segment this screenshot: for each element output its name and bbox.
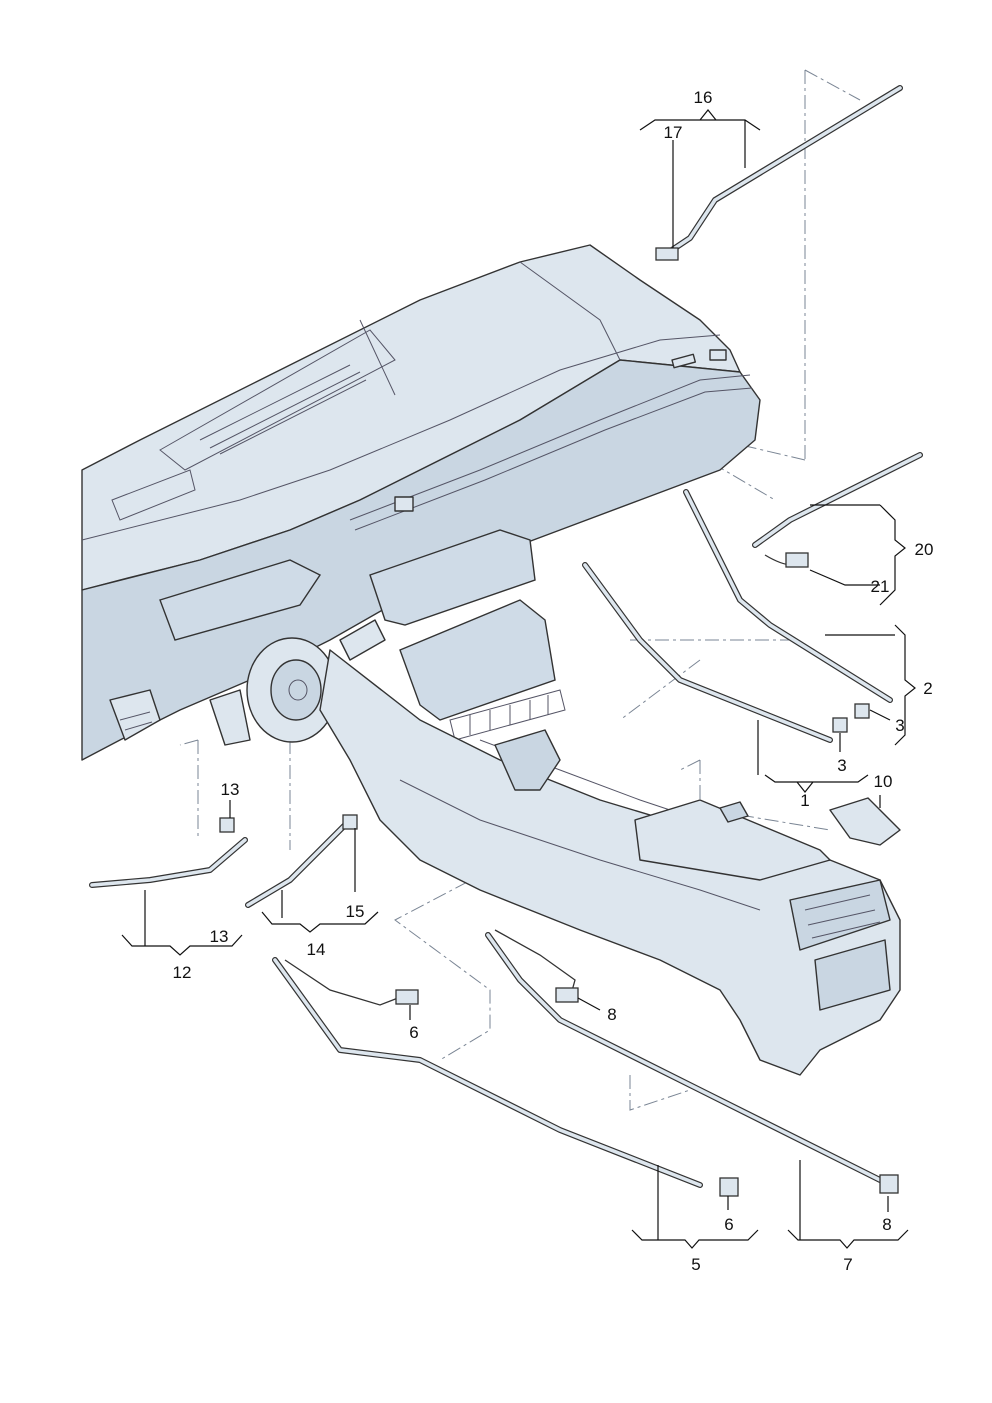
- callout-15: 15: [346, 902, 365, 921]
- callout-6-upper: 6: [409, 1023, 418, 1042]
- callout-1: 1: [800, 791, 809, 810]
- callout-6-lower: 6: [724, 1215, 733, 1234]
- callout-7: 7: [843, 1255, 852, 1274]
- dashboard: [81, 244, 761, 761]
- ambient-light-strips: [89, 85, 923, 1197]
- callout-12: 12: [173, 963, 192, 982]
- steering-wheel: [209, 619, 386, 746]
- callout-13-upper: 13: [221, 780, 240, 799]
- alignment-lines: [179, 69, 861, 1111]
- centre-console: [319, 649, 901, 1076]
- callout-8-upper: 8: [607, 1005, 616, 1024]
- callout-3-lower: 3: [837, 756, 846, 775]
- callout-2: 2: [923, 679, 932, 698]
- callout-5: 5: [691, 1255, 700, 1274]
- leader-lines: [121, 109, 916, 1249]
- callout-labels: 16 17 20 21 2 3 3 1 10 13 15 13 14 12 8 …: [173, 88, 934, 1274]
- callout-10: 10: [874, 772, 893, 791]
- callout-3-upper: 3: [895, 716, 904, 735]
- callout-16: 16: [694, 88, 713, 107]
- callout-21: 21: [871, 577, 890, 596]
- callout-14: 14: [307, 940, 326, 959]
- callout-17: 17: [664, 123, 683, 142]
- callout-13-lower: 13: [210, 927, 229, 946]
- callout-8-lower: 8: [882, 1215, 891, 1234]
- callout-20: 20: [915, 540, 934, 559]
